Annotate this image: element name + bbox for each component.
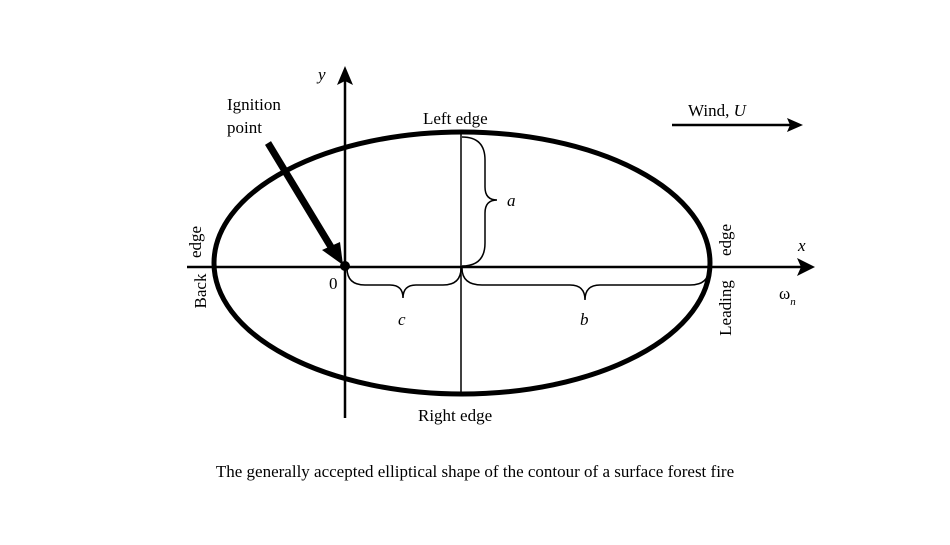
back-edge-label: Back edge <box>186 226 210 309</box>
leading-edge-label: Leading edge <box>716 224 735 336</box>
left-edge-label: Left edge <box>423 109 488 128</box>
wind-label: Wind, U <box>688 101 748 120</box>
leading-edge-line2: edge <box>716 224 735 256</box>
back-edge-line2: edge <box>186 226 205 258</box>
ignition-label-line2: point <box>227 118 262 137</box>
x-axis-arrow-icon <box>797 258 815 276</box>
wind-variable: U <box>734 101 748 120</box>
y-axis-label: y <box>316 65 326 84</box>
ignition-arrow <box>265 141 337 254</box>
omega-subscript: n <box>790 296 796 308</box>
brace-b <box>461 267 710 301</box>
fire-contour-ellipse <box>211 129 713 397</box>
figure-caption: The generally accepted elliptical shape … <box>215 462 735 481</box>
brace-a <box>461 136 498 267</box>
back-edge-line1: Back <box>191 273 210 308</box>
label-c: c <box>398 310 406 329</box>
omega-symbol: ω <box>779 284 790 303</box>
leading-edge-line1: Leading <box>716 280 735 336</box>
x-axis-label: x <box>797 236 806 255</box>
wind-label-text: Wind, <box>688 101 734 120</box>
y-axis-arrow-icon <box>337 66 353 85</box>
omega-label: ωn <box>779 284 796 308</box>
ignition-point-dot <box>340 261 350 271</box>
ignition-label-line1: Ignition <box>227 95 281 114</box>
brace-c <box>346 267 462 299</box>
label-b: b <box>580 310 589 329</box>
label-a: a <box>507 191 516 210</box>
ignition-arrow-head-icon <box>322 242 343 265</box>
origin-label: 0 <box>329 274 338 293</box>
wind-arrow-head-icon <box>787 118 803 132</box>
right-edge-label: Right edge <box>418 406 492 425</box>
